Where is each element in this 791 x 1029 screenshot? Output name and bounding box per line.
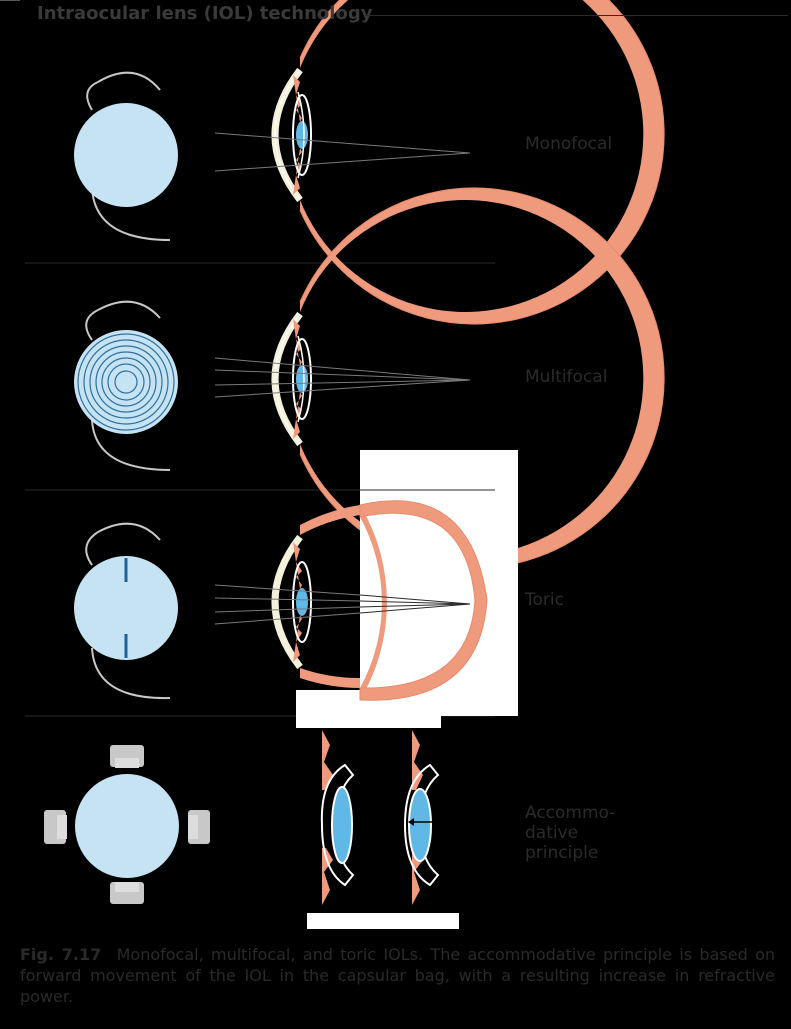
label-line: Monofocal xyxy=(525,134,613,154)
label-line: dative xyxy=(525,823,579,843)
figure-caption: Fig. 7.17 Monofocal, multifocal, and tor… xyxy=(20,944,775,1007)
monofocal-eye-diagram xyxy=(214,0,664,324)
multifocal-iol-front-view xyxy=(74,300,178,471)
figure-heading: Intraocular lens (IOL) technology xyxy=(37,3,373,24)
label-line: Accommo- xyxy=(525,803,616,823)
multifocal-eye-diagram xyxy=(214,188,664,568)
blank-panel-lower-strip xyxy=(296,716,441,728)
label-line: Toric xyxy=(525,590,564,610)
toric-eye-diagram xyxy=(214,505,361,688)
label-accommodative: Accommo- dative principle xyxy=(525,803,615,863)
toric-eye-on-panel xyxy=(359,500,488,701)
label-monofocal: Monofocal xyxy=(525,134,612,154)
toric-iol-front-view xyxy=(74,522,178,700)
blank-panel-bottom xyxy=(307,913,459,929)
label-toric: Toric xyxy=(525,590,564,610)
figure-number: Fig. 7.17 xyxy=(20,945,102,964)
label-line: principle xyxy=(525,843,599,863)
forward-arrow-head xyxy=(408,818,414,826)
accommodative-lens-accommodated xyxy=(403,730,440,905)
blank-panel-lower-left xyxy=(296,690,360,716)
caption-text: Monofocal, multifocal, and toric IOLs. T… xyxy=(20,945,775,1006)
corner-mark xyxy=(0,0,20,1)
label-multifocal: Multifocal xyxy=(525,367,607,387)
heading-rule xyxy=(365,15,788,16)
label-line: Multifocal xyxy=(525,367,608,387)
monofocal-iol-front-view xyxy=(74,71,178,241)
accommodative-lens-relaxed xyxy=(320,730,355,905)
accommodative-iol-front-view xyxy=(44,745,210,904)
